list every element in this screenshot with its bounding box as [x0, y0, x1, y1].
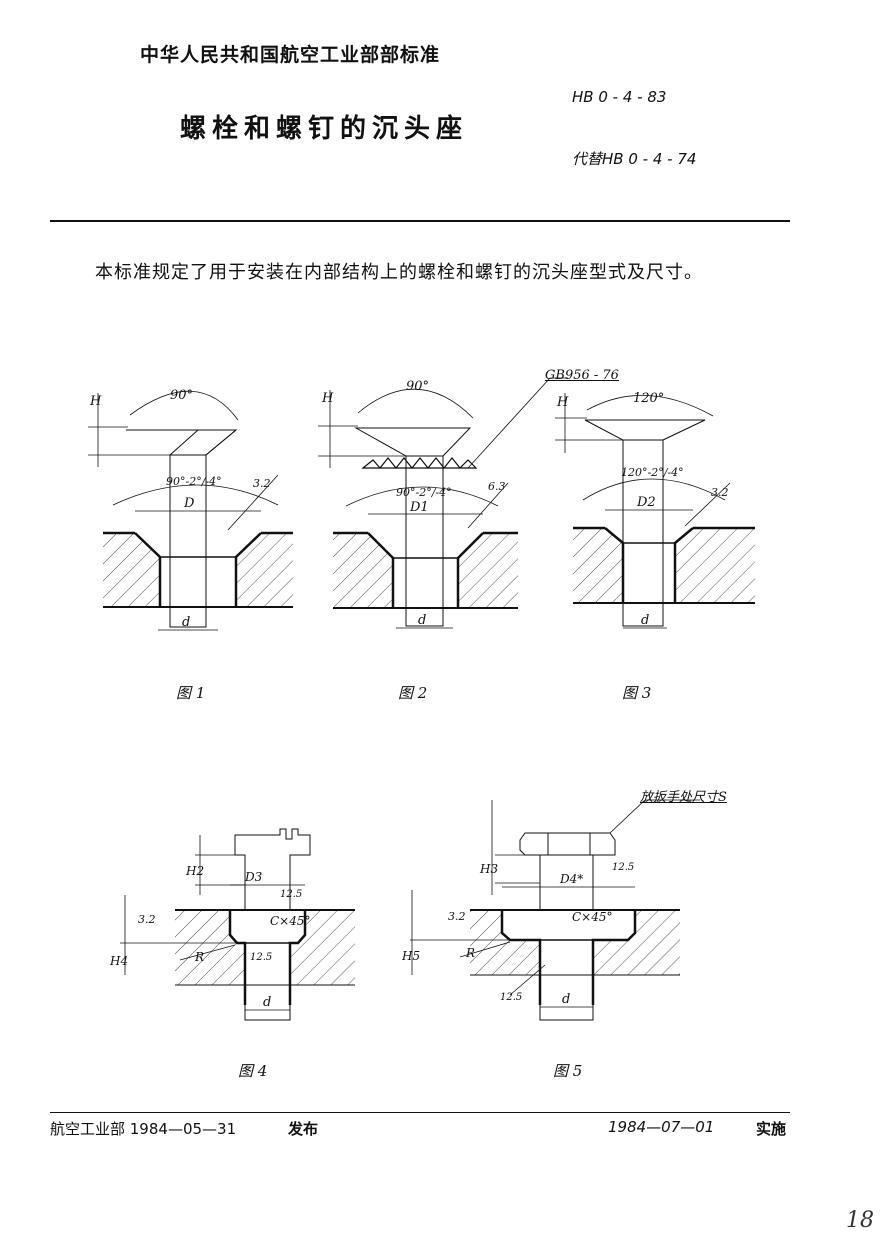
fig5-note: 放扳手处尺寸S [640, 790, 727, 805]
fig1-angle-top: 90° [170, 388, 193, 403]
fig1-roughness: 3.2 [253, 477, 271, 490]
fig4-chamfer: C×45° [270, 914, 311, 928]
fig5-r-label: R [465, 946, 475, 960]
figure-3-drawing: H 120° 120°-2°/-4° D2 3.2 d [555, 391, 755, 629]
fig2-roughness: 6.3 [488, 480, 506, 493]
standard-code: HB 0 - 4 - 83 [572, 88, 667, 106]
issuer-date: 航空工业部 1984—05—31 [50, 1120, 237, 1138]
fig1-d-diam: D [183, 496, 195, 511]
fig1-angle-bottom: 90°-2°/-4° [166, 475, 222, 488]
figure-2-caption: 图 2 [398, 684, 428, 702]
figure-5-caption: 图 5 [553, 1062, 583, 1080]
fig5-roughness-a: 3.2 [448, 910, 466, 923]
figure-4-drawing: H2 H4 D3 C×45° 3.2 12.5 12.5 R d [109, 828, 355, 1021]
fig4-roughness-c: 12.5 [250, 952, 272, 963]
footer-rule [50, 1112, 790, 1113]
fig3-d-diam: D2 [636, 495, 656, 510]
header-rule [50, 220, 790, 222]
fig4-r-label: R [194, 950, 204, 964]
intro-text: 本标准规定了用于安装在内部结构上的螺栓和螺钉的沉头座型式及尺寸。 [95, 262, 703, 283]
fig3-angle-bottom: 120°-2°/-4° [621, 466, 684, 479]
figure-5-drawing: H3 H5 D4* C×45° 3.2 12.5 12.5 R d [401, 799, 700, 1021]
figure-3-caption: 图 3 [622, 684, 652, 702]
fig2-d-diam: D1 [409, 500, 429, 515]
fig4-h2-label: H2 [185, 864, 204, 878]
fig5-roughness-b: 12.5 [612, 862, 634, 873]
page-number: 18 [846, 1208, 874, 1233]
figure-1-caption: 图 1 [176, 684, 206, 702]
fig5-h3-label: H3 [479, 862, 498, 876]
fig2-angle-bottom: 90°-2°/-4° [396, 486, 452, 499]
figure-4-caption: 图 4 [238, 1062, 268, 1080]
fig1-d-label: d [182, 615, 190, 630]
fig5-h5-label: H5 [401, 949, 420, 963]
fig4-d-label: d [263, 995, 271, 1010]
fig3-angle-top: 120° [633, 391, 664, 406]
document-title: 螺栓和螺钉的沉头座 [180, 114, 469, 144]
fig4-d3-label: D3 [244, 870, 263, 884]
fig1-h-label: H [89, 394, 102, 409]
fig5-chamfer: C×45° [572, 910, 613, 924]
fig2-d-label: d [418, 613, 426, 628]
fig2-standard-ref: GB956 - 76 [545, 368, 619, 383]
fig4-h4-label: H4 [109, 954, 128, 968]
fig3-d-label: d [641, 613, 649, 628]
replaces-standard: 代替HB 0 - 4 - 74 [572, 150, 697, 168]
figure-2-drawing: H 90° 90°-2°/-4° D1 6.3 d [318, 377, 568, 629]
fig2-h-label: H [321, 391, 334, 406]
fig5-d4-label: D4* [559, 872, 583, 886]
issuing-organization: 中华人民共和国航空工业部部标准 [140, 44, 441, 66]
fig3-h-label: H [556, 395, 569, 410]
fig3-roughness: 3.2 [711, 486, 729, 499]
fig2-angle-top: 90° [406, 379, 429, 394]
effective-date: 1984—07—01 [608, 1118, 715, 1136]
issued-label: 发布 [288, 1120, 319, 1138]
effective-label: 实施 [756, 1120, 787, 1138]
fig4-roughness-b: 12.5 [280, 889, 302, 900]
figure-1-drawing: H 90° 90°-2°/-4° D 3.2 d [88, 388, 293, 631]
fig4-roughness-a: 3.2 [138, 913, 156, 926]
fig5-roughness-c: 12.5 [500, 992, 522, 1003]
fig5-d-label: d [562, 992, 570, 1007]
